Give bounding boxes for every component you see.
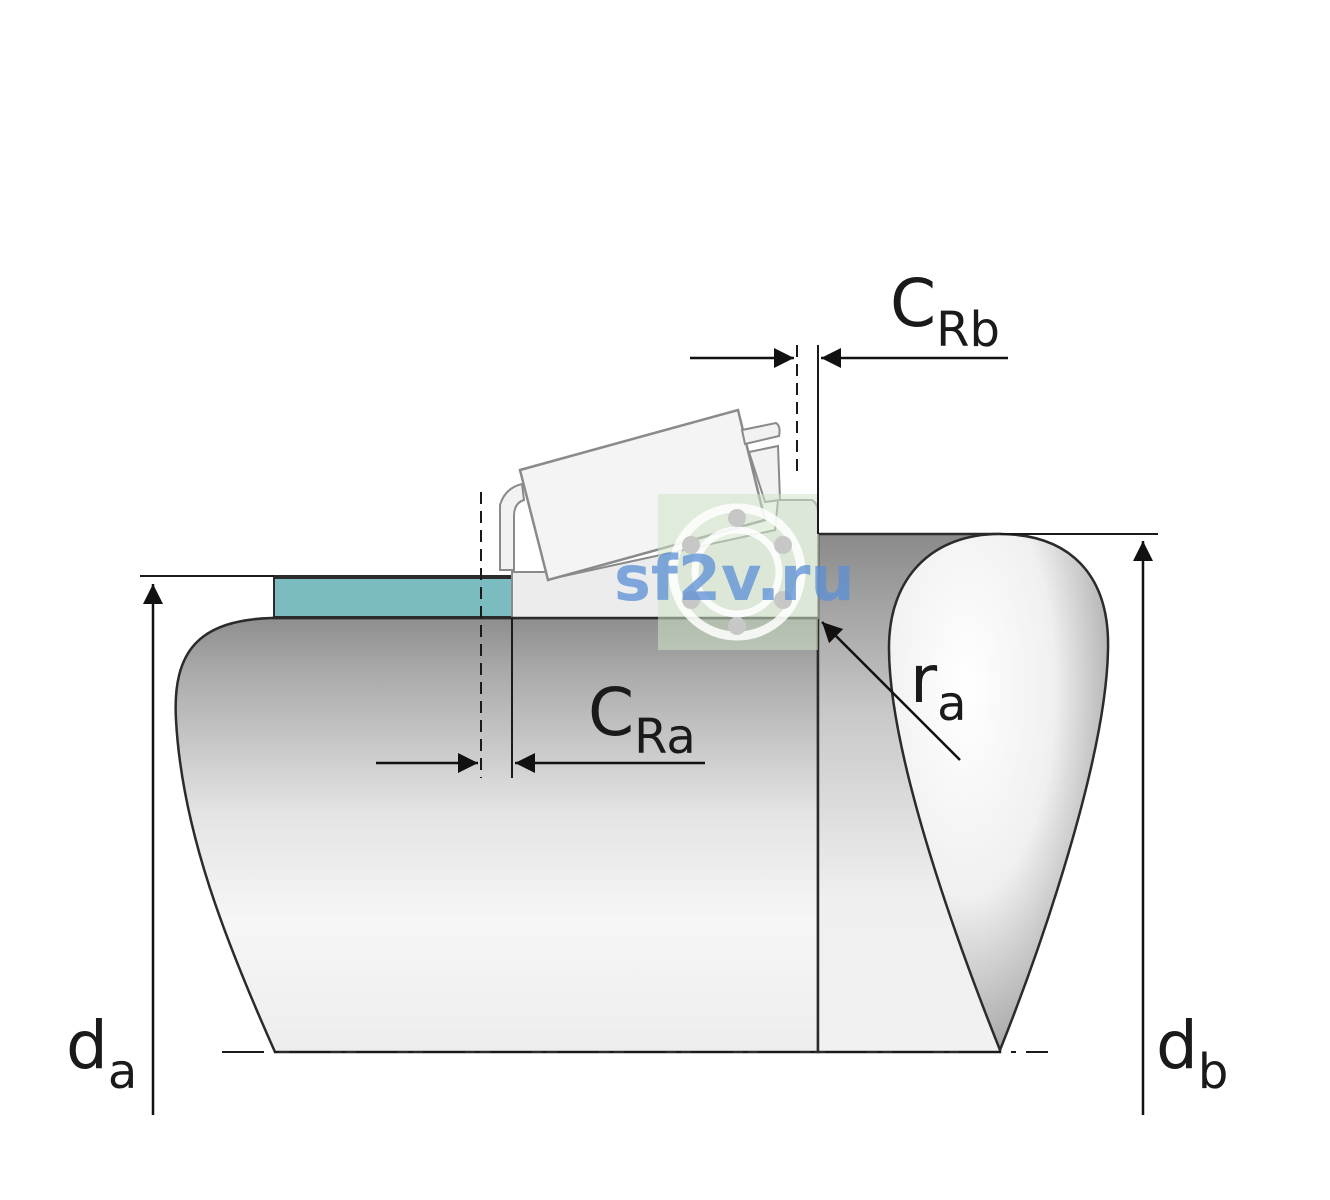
watermark-ball [774,536,792,554]
bearing-cage-left [499,482,526,571]
bearing-cage-right [740,421,781,446]
watermark-text: sf2v.ru [614,542,855,615]
watermark-bearing-outer [668,503,806,641]
ra-leader-arrow [821,621,961,761]
watermark: sf2v.ru [614,494,855,650]
watermark-ball [682,591,700,609]
seal-ring [273,577,513,618]
watermark-ball [728,617,746,635]
db-label: db [1156,1007,1228,1100]
watermark-ball [682,536,700,554]
da-label: da [66,1007,137,1100]
shaft-body [174,616,820,1054]
watermark-ball [728,509,746,527]
watermark-bearing-inner [691,526,783,618]
ra-label: ra [910,641,967,732]
shaft-cross-section [887,532,1110,1054]
watermark-ball [774,591,792,609]
crb-label: CRb [890,265,1000,358]
cra-label: CRa [588,674,696,765]
